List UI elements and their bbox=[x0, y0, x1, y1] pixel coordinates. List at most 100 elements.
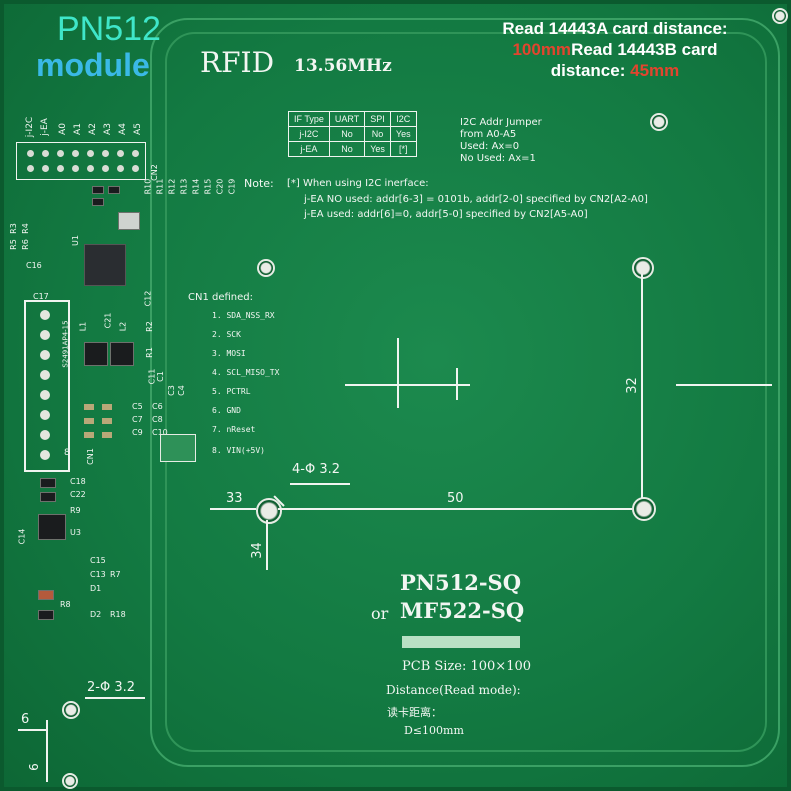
header-pin bbox=[117, 150, 124, 157]
cn1-pin: 1. SDA_NSS_RX bbox=[212, 311, 275, 320]
i2c-jumper-line: Used: Ax=0 bbox=[460, 141, 520, 152]
component-label: CN1 bbox=[85, 448, 95, 465]
header-label: A4 bbox=[117, 123, 128, 135]
component-label: U3 bbox=[70, 528, 81, 537]
crystal bbox=[118, 212, 140, 230]
component-label: R15 bbox=[203, 178, 213, 195]
regulator bbox=[38, 514, 66, 540]
hole-leader-line bbox=[85, 697, 145, 699]
header-pin bbox=[87, 165, 94, 172]
read-14443a-value: 100mm bbox=[512, 40, 572, 59]
header-pin bbox=[42, 150, 49, 157]
connector-part-number: S2491AP4-15 bbox=[61, 320, 70, 368]
dimension-line-33 bbox=[210, 508, 256, 510]
component-label: R8 bbox=[60, 600, 71, 609]
read-distance-info: Read 14443A card distance: 100mmRead 144… bbox=[492, 18, 738, 81]
header-label: j-I2C bbox=[25, 116, 36, 138]
component-label: R13 bbox=[179, 178, 189, 195]
dimension-line-50 bbox=[278, 508, 632, 510]
component-label: C7 bbox=[132, 415, 143, 424]
connector-pin bbox=[40, 430, 50, 440]
component-label: 8 bbox=[64, 448, 70, 458]
header-pin bbox=[132, 150, 139, 157]
header-pin bbox=[27, 165, 34, 172]
component-label: D2 bbox=[90, 610, 102, 619]
resistor bbox=[40, 478, 56, 488]
resistor bbox=[92, 198, 104, 206]
dimension-line-right bbox=[676, 384, 772, 386]
title-line2: module bbox=[36, 47, 150, 83]
component-label: R12 bbox=[167, 178, 177, 195]
cn1-pin: 6. GND bbox=[212, 406, 241, 415]
header-label: A5 bbox=[132, 123, 143, 135]
note-line: j-EA used: addr[6]=0, addr[5-0] specifie… bbox=[304, 209, 588, 220]
i2c-jumper-title: I2C Addr Jumper bbox=[460, 117, 542, 128]
header-label: j-EA bbox=[39, 118, 50, 136]
mounting-hole bbox=[772, 8, 788, 24]
diode bbox=[38, 590, 54, 600]
dimension-line-32 bbox=[641, 274, 643, 498]
component-label: C6 bbox=[152, 402, 163, 411]
dimension-line-6 bbox=[18, 729, 46, 731]
if-cell: No bbox=[364, 126, 391, 142]
connector-pin bbox=[40, 350, 50, 360]
dimension-line-34 bbox=[266, 520, 268, 570]
inductor bbox=[84, 342, 108, 366]
resistor bbox=[40, 492, 56, 502]
connector-pin bbox=[40, 390, 50, 400]
antenna-trace-outer bbox=[150, 18, 780, 767]
component-label: R3 bbox=[8, 223, 18, 234]
component-label: C10 bbox=[152, 428, 168, 437]
component-label: C15 bbox=[90, 556, 106, 565]
component-label: R11 bbox=[155, 178, 165, 195]
dimension-33: 33 bbox=[226, 491, 243, 506]
component-label: C4 bbox=[176, 385, 186, 396]
if-cell: No bbox=[328, 126, 366, 142]
trace-pad bbox=[160, 434, 196, 462]
header-pin bbox=[72, 165, 79, 172]
if-cell: Yes bbox=[364, 141, 391, 157]
connector-pin bbox=[40, 450, 50, 460]
component-label: L2 bbox=[118, 321, 128, 332]
component-label: C17 bbox=[33, 292, 49, 301]
component-label: R4 bbox=[20, 223, 30, 234]
component-label: C12 bbox=[143, 290, 153, 307]
header-pin bbox=[57, 150, 64, 157]
component-label: L1 bbox=[78, 321, 88, 332]
header-pin bbox=[102, 150, 109, 157]
if-header-cell: UART bbox=[328, 111, 366, 127]
barcode-strip bbox=[402, 636, 520, 648]
distance-value: D≤100mm bbox=[404, 724, 464, 737]
component-label: R1 bbox=[144, 347, 154, 358]
inductor bbox=[110, 342, 134, 366]
header-pin bbox=[72, 150, 79, 157]
if-header-cell: IF Type bbox=[288, 111, 330, 127]
component-label: D1 bbox=[90, 584, 102, 593]
crosshair-vertical-small bbox=[456, 368, 458, 400]
component-label: C21 bbox=[103, 312, 113, 329]
connector-pin bbox=[40, 310, 50, 320]
component-label: R18 bbox=[110, 610, 126, 619]
component-label: U1 bbox=[70, 235, 80, 246]
model-or: or bbox=[371, 604, 389, 623]
cn1-connector bbox=[24, 300, 70, 472]
hole-spec-2: 2-Φ 3.2 bbox=[87, 680, 136, 695]
component-label: R6 bbox=[20, 239, 30, 250]
header-label: A2 bbox=[87, 123, 98, 135]
if-cell: j-I2C bbox=[288, 126, 330, 142]
component-label: R14 bbox=[191, 178, 201, 195]
pn512-chip bbox=[84, 244, 126, 286]
if-header-cell: SPI bbox=[364, 111, 391, 127]
distance-mode: Distance(Read mode): bbox=[386, 683, 521, 697]
distance-chinese: 读卡距离： bbox=[387, 706, 442, 719]
if-cell: Yes bbox=[389, 126, 417, 142]
dimension-50: 50 bbox=[447, 491, 464, 506]
if-cell: [*] bbox=[389, 141, 417, 157]
connector-pin bbox=[40, 370, 50, 380]
model-name-2: MF522-SQ bbox=[400, 598, 525, 623]
component-label: R2 bbox=[144, 321, 154, 332]
component-label: C3 bbox=[166, 385, 176, 396]
pcb-size: PCB Size: 100×100 bbox=[402, 659, 532, 674]
dimension-6-vertical: 6 bbox=[26, 763, 41, 771]
cn1-pin: 8. VIN(+5V) bbox=[212, 446, 265, 455]
